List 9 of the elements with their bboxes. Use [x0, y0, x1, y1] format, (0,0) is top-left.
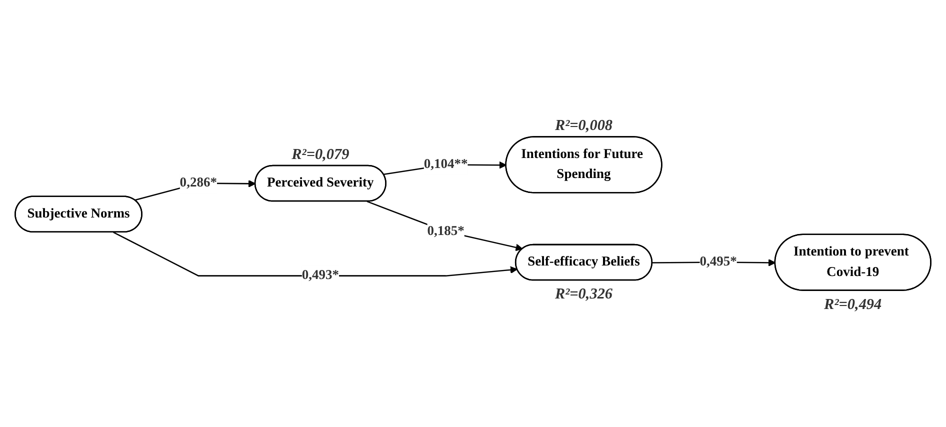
r-squared-label: R²=0,079 [292, 146, 350, 163]
r-squared-label: R²=0,494 [824, 296, 882, 313]
construct-node: Self-efficacy Beliefs [514, 244, 653, 281]
construct-node: Subjective Norms [14, 196, 142, 233]
construct-node: Intentions for Future Spending [505, 136, 662, 194]
r-squared-label: R²=0,326 [554, 286, 613, 303]
r-squared-label: R²=0,008 [554, 117, 613, 134]
construct-node: Perceived Severity [254, 164, 386, 202]
construct-node: Intention to prevent Covid-19 [774, 234, 932, 291]
